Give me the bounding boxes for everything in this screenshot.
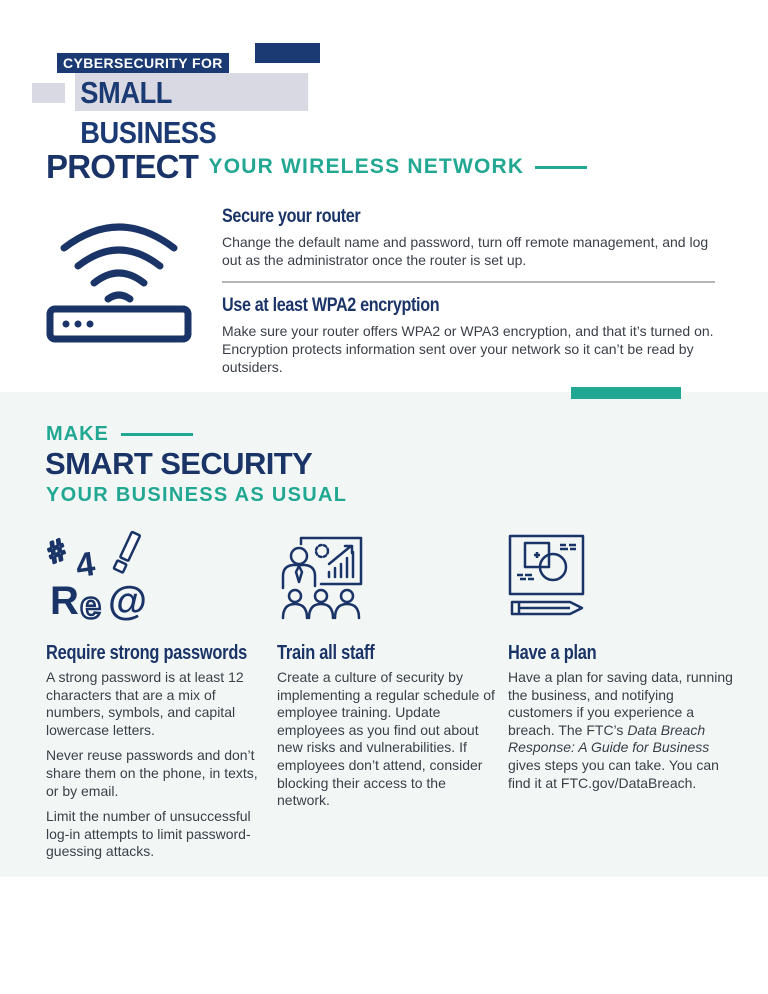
plan-text: Have a plan for saving data, running the… — [508, 669, 733, 738]
plan-text-end: gives steps you can take. You can find i… — [508, 756, 719, 791]
column-passwords: # 4 R e @ Require strong passwords A str… — [42, 530, 271, 861]
column-title: Train all staff — [277, 642, 375, 664]
svg-text:R: R — [50, 579, 79, 622]
column-paragraph: A strong password is at least 12 charact… — [46, 669, 244, 738]
make-text: MAKE — [46, 423, 109, 445]
protect-item-router: Secure your router Change the default na… — [222, 205, 717, 269]
svg-text:@: @ — [108, 579, 147, 622]
protect-heading-small: YOUR WIRELESS NETWORK — [208, 155, 525, 178]
column-paragraph: Create a culture of security by implemen… — [277, 669, 495, 809]
protect-heading-big: PROTECT — [46, 148, 199, 185]
smart-security-title: SMART SECURITY — [45, 446, 313, 481]
protect-item-encryption: Use at least WPA2 encryption Make sure y… — [222, 294, 717, 376]
staff-training-presentation-icon — [281, 536, 363, 620]
column-paragraph: Never reuse passwords and don’t share th… — [46, 747, 258, 799]
column-title: Have a plan — [508, 642, 597, 664]
column-paragraph: Limit the number of unsuccessful log-in … — [46, 808, 251, 860]
heading-rule — [534, 165, 587, 169]
teal-accent-bar — [571, 387, 681, 399]
column-title: Require strong passwords — [46, 642, 247, 664]
logo-line-1: CYBERSECURITY FOR — [57, 53, 229, 73]
item-title: Secure your router — [222, 206, 361, 227]
item-body: Change the default name and password, tu… — [222, 234, 709, 268]
plan-board-pencil-icon — [508, 534, 585, 616]
column-paragraph: Have a plan for saving data, running the… — [508, 669, 733, 792]
item-body: Make sure your router offers WPA2 or WPA… — [222, 323, 714, 375]
protect-heading: PROTECT YOUR WIRELESS NETWORK — [46, 148, 587, 186]
wifi-router-icon — [46, 223, 192, 343]
heading-rule — [121, 433, 194, 436]
divider — [222, 281, 715, 283]
smart-security-section — [0, 392, 768, 877]
logo-line-2: SMALL BUSINESS — [75, 73, 309, 150]
svg-text:#: # — [46, 533, 71, 570]
guide-title: Data Breach Response: A Guide for Busine… — [508, 721, 710, 756]
column-training: Train all staff Create a culture of secu… — [277, 530, 502, 810]
logo-accent-block — [255, 43, 320, 63]
item-title: Use at least WPA2 encryption — [222, 295, 440, 316]
make-label: MAKE — [46, 423, 194, 446]
logo-gray-block — [32, 83, 65, 103]
column-plan: Have a plan Have a plan for saving data,… — [508, 530, 733, 792]
smart-security-subtitle: YOUR BUSINESS AS USUAL — [46, 484, 348, 506]
svg-text:e: e — [80, 585, 101, 622]
password-characters-icon: # 4 R e @ — [42, 530, 147, 628]
